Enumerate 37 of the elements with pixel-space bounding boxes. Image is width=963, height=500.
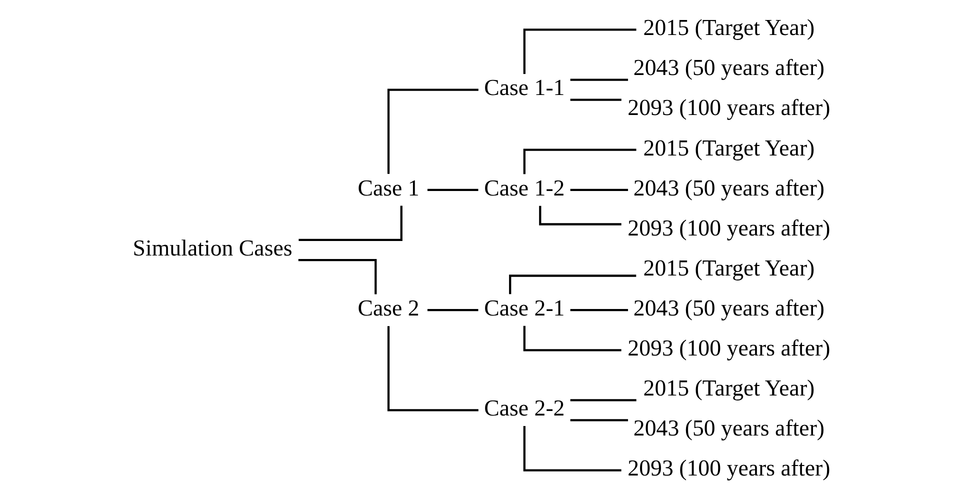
node-text: Case 1: [358, 175, 420, 200]
node-text: 2043 (50 years after): [633, 55, 825, 80]
connector: [570, 188, 628, 191]
node-text: 2093 (100 years after): [628, 215, 830, 240]
connector: [509, 274, 636, 294]
connector: [570, 419, 628, 422]
node-text: 2093 (100 years after): [628, 95, 830, 120]
node-text: Simulation Cases: [132, 235, 292, 260]
connector: [570, 98, 622, 101]
connector: [523, 426, 622, 472]
node-text: 2015 (Target Year): [643, 15, 815, 40]
connector: [387, 88, 478, 174]
connector: [523, 326, 622, 352]
connector: [570, 309, 628, 312]
node-text: 2093 (100 years after): [628, 456, 830, 481]
node-text: Case 1-1: [484, 75, 565, 100]
node-text: 2015 (Target Year): [643, 135, 815, 160]
node-text: Case 1-2: [484, 175, 565, 200]
connector: [523, 28, 636, 74]
node-text: 2043 (50 years after): [633, 416, 825, 441]
node-text: 2093 (100 years after): [628, 336, 830, 361]
connector: [298, 206, 402, 242]
connector: [523, 148, 636, 174]
node-text: 2043 (50 years after): [633, 296, 825, 321]
connector: [570, 399, 636, 402]
connector: [298, 258, 377, 294]
connector: [427, 309, 478, 312]
connector: [539, 206, 622, 226]
connector: [570, 78, 628, 81]
node-text: Case 2: [358, 296, 420, 321]
node-text: Case 2-2: [484, 396, 565, 421]
node-text: 2015 (Target Year): [643, 255, 815, 280]
connector: [387, 326, 478, 412]
node-text: 2015 (Target Year): [643, 376, 815, 401]
node-text: 2043 (50 years after): [633, 175, 825, 200]
node-text: Case 2-1: [484, 296, 565, 321]
connector: [427, 188, 478, 191]
